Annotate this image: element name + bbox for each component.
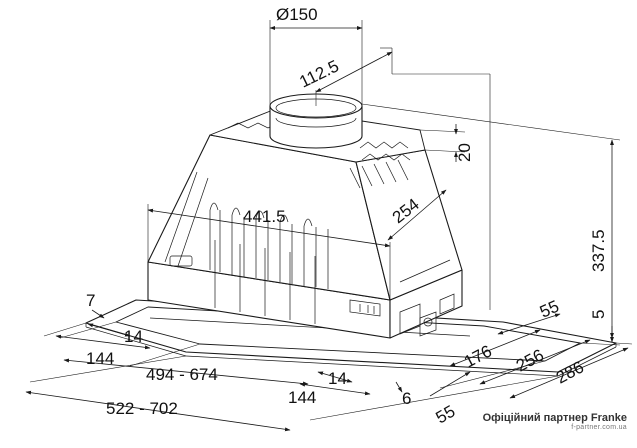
dim-flange-144-left: 144 — [86, 349, 114, 368]
partner-site: f-partner.com.ua — [571, 424, 627, 431]
dim-body-width: 441.5 — [243, 207, 286, 226]
dim-duct-offset: 112.5 — [296, 56, 341, 91]
dim-flange-offset: 7 — [86, 291, 95, 310]
dim-depth-5: 5 — [589, 310, 608, 319]
dim-outer-width: 522 - 702 — [106, 399, 178, 418]
dim-duct-diameter: Ø150 — [276, 5, 318, 24]
partner-label: Офіційний партнер Franke — [482, 412, 627, 424]
hood-body — [147, 107, 463, 339]
dim-depth-55-bottom: 55 — [433, 402, 459, 428]
dim-total-height: 337.5 — [589, 229, 608, 272]
dim-duct-height: 20 — [455, 143, 474, 162]
duct-collar — [269, 93, 363, 149]
dim-depth-55-right: 55 — [537, 297, 562, 322]
dim-flange-6: 6 — [402, 389, 411, 408]
dim-flange-144-right: 144 — [288, 388, 316, 407]
dim-flange-14-right: 14 — [328, 369, 347, 388]
dim-cutout-width: 494 - 674 — [146, 365, 218, 384]
dim-flange-14-left: 14 — [124, 327, 143, 346]
partner-footer: Офіційний партнер Franke f-partner.com.u… — [483, 412, 627, 431]
dimension-lines — [25, 20, 633, 432]
